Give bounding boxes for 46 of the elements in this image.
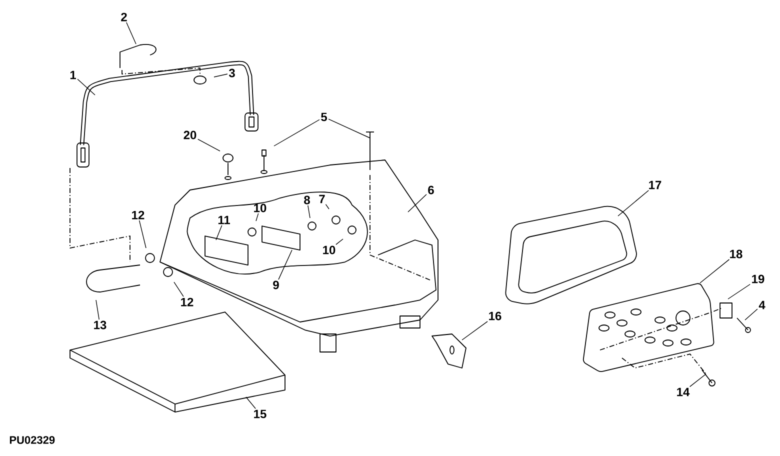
callout-number: 11 bbox=[218, 216, 230, 224]
leader-line bbox=[618, 190, 649, 216]
leader-line bbox=[325, 204, 330, 210]
leader-line bbox=[174, 282, 184, 297]
callout-number: 18 bbox=[730, 250, 742, 258]
leader-line bbox=[462, 321, 488, 340]
figure-code: PU02329 bbox=[10, 436, 55, 444]
callout-number: 5 bbox=[321, 112, 327, 122]
callout-number: 14 bbox=[677, 388, 690, 396]
leader-line bbox=[198, 138, 220, 152]
callout-number: 4 bbox=[758, 300, 766, 310]
callout-number: 16 bbox=[489, 312, 502, 320]
leader-line bbox=[77, 78, 96, 96]
callout-number: 13 bbox=[94, 320, 106, 330]
leader-line bbox=[408, 194, 427, 212]
callout-number: 2 bbox=[121, 12, 127, 22]
leader-line bbox=[246, 396, 256, 409]
callout-number: 7 bbox=[319, 194, 325, 204]
leader-line bbox=[96, 300, 100, 320]
leader-line bbox=[256, 213, 259, 222]
leader-line bbox=[700, 259, 730, 284]
callout-number: 6 bbox=[428, 186, 434, 194]
leader-line bbox=[689, 374, 706, 388]
leader-line bbox=[744, 308, 758, 320]
leader-line bbox=[728, 284, 750, 300]
callout-number: 9 bbox=[273, 280, 279, 290]
callout-number: 8 bbox=[304, 196, 310, 204]
leader-line bbox=[336, 238, 344, 245]
callout-number: 1 bbox=[70, 70, 76, 80]
callout-number: 19 bbox=[752, 274, 764, 284]
callout-number: 12 bbox=[132, 210, 144, 220]
leader-line bbox=[214, 74, 228, 78]
callout-number: 17 bbox=[649, 180, 662, 190]
callout-number: 10 bbox=[323, 246, 336, 254]
leader-line bbox=[328, 118, 370, 138]
leader-line bbox=[216, 224, 222, 240]
callout-number: 15 bbox=[254, 410, 266, 418]
leader-line bbox=[278, 250, 292, 280]
callout-number: 12 bbox=[181, 298, 194, 306]
callout-number: 20 bbox=[184, 130, 196, 140]
leader-line bbox=[138, 220, 146, 248]
leader-line bbox=[126, 22, 136, 44]
callout-number: 10 bbox=[254, 204, 266, 212]
leader-line bbox=[308, 205, 310, 218]
callout-number: 3 bbox=[228, 68, 235, 78]
leader-line bbox=[274, 119, 320, 146]
